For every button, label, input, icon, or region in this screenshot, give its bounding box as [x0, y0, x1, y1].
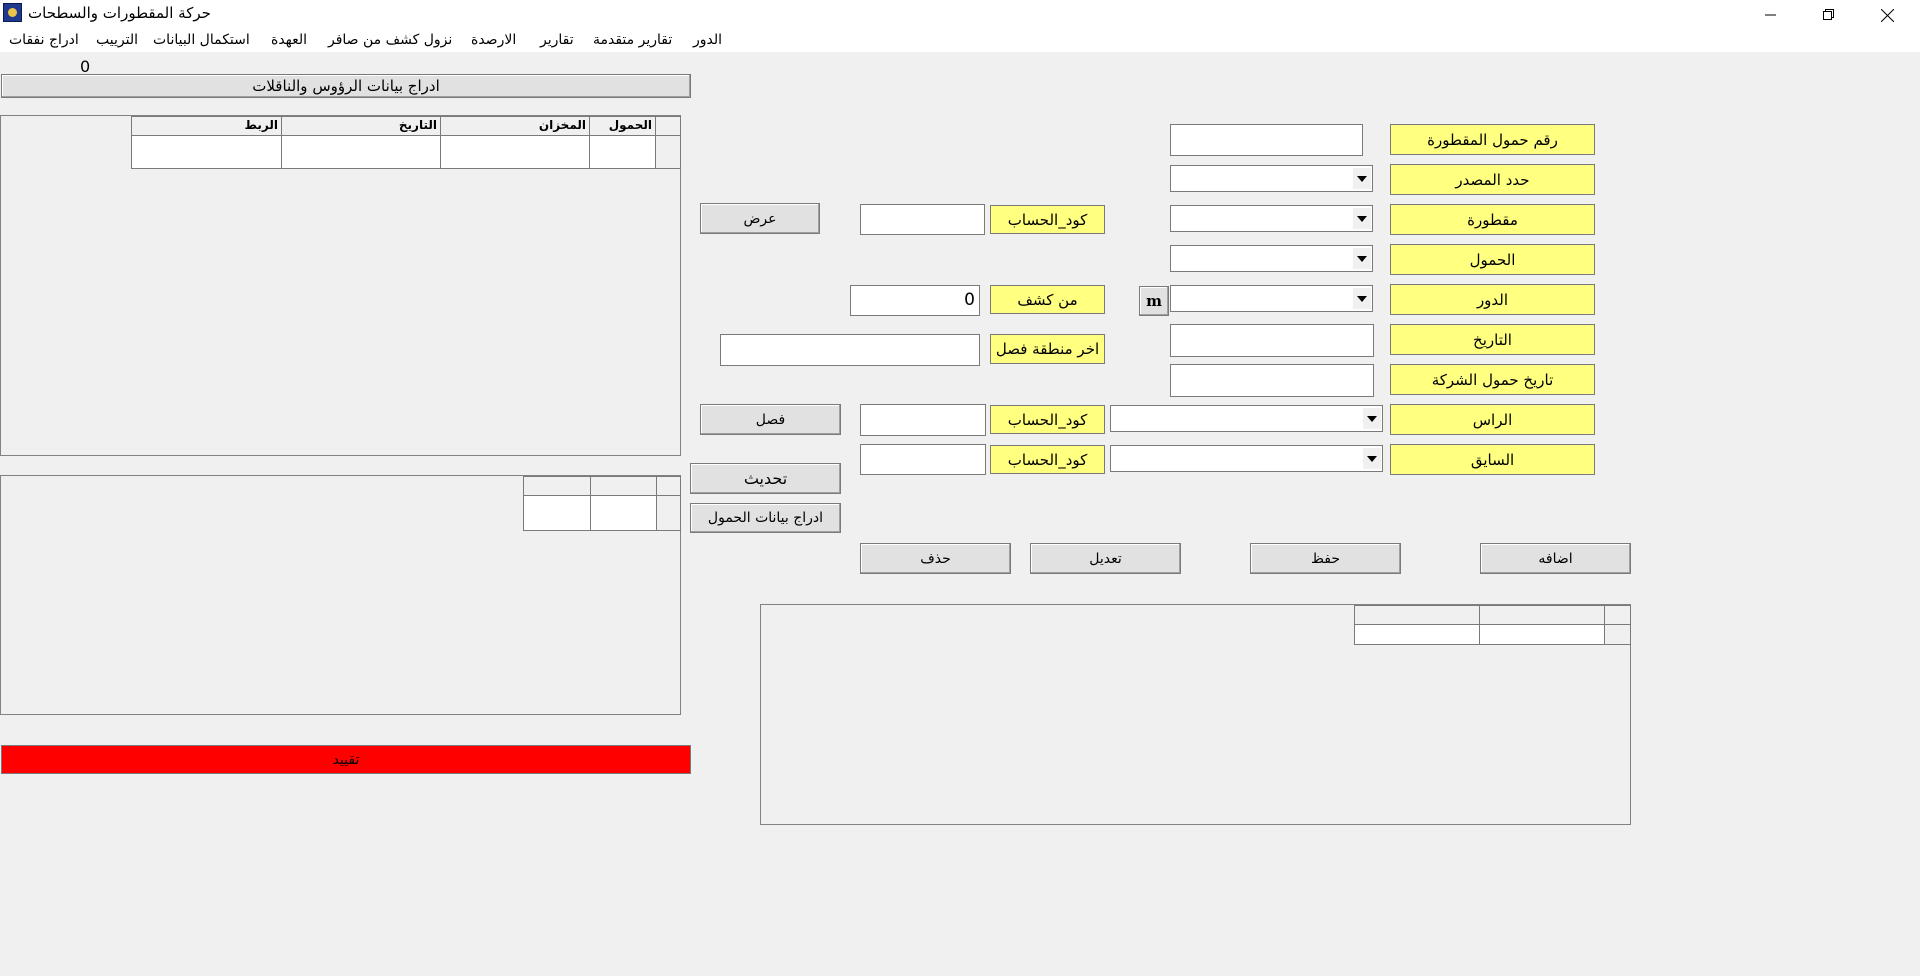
m-button[interactable]: m: [1139, 286, 1169, 316]
menu-balances[interactable]: الارصدة: [471, 32, 517, 48]
close-button[interactable]: [1858, 0, 1916, 30]
grid-header[interactable]: [523, 476, 591, 496]
from-statement-label: من كشف: [990, 285, 1105, 314]
restore-button[interactable]: [1800, 0, 1858, 30]
grid-cell[interactable]: [590, 495, 657, 531]
account-code-label-2: كود_الحساب: [990, 405, 1105, 434]
grid-cell[interactable]: [1354, 624, 1480, 645]
restore-icon: [1823, 9, 1834, 20]
separate-button[interactable]: فصل: [700, 404, 841, 435]
select-source-label: حدد المصدر: [1390, 164, 1595, 195]
record-counter: 0: [80, 57, 91, 76]
head-combobox[interactable]: [1110, 405, 1383, 432]
grid-header[interactable]: [1354, 605, 1480, 625]
grid-cell[interactable]: [523, 495, 591, 531]
menu-statement-from-safer[interactable]: نزول كشف من صافر: [328, 32, 453, 48]
grid-header[interactable]: [590, 476, 657, 496]
grid-row-header[interactable]: [1604, 624, 1631, 645]
grid-row-header[interactable]: [655, 135, 681, 169]
menu-reports[interactable]: تقارير: [540, 32, 574, 48]
trailer-load-number-input[interactable]: [1170, 124, 1363, 156]
add-button[interactable]: اضافه: [1480, 543, 1631, 574]
driver-label: السايق: [1390, 444, 1595, 475]
menu-insert-expenses[interactable]: ادراج نفقات: [9, 32, 79, 48]
menu-advanced-reports[interactable]: تقارير متقدمة: [593, 32, 673, 48]
account-code-label-3: كود_الحساب: [990, 445, 1105, 474]
grid-corner: [656, 476, 681, 496]
close-icon: [1880, 8, 1894, 22]
menu-complete-data[interactable]: استكمال البيانات: [153, 32, 250, 48]
edit-button[interactable]: تعديل: [1030, 543, 1181, 574]
secondary-grid[interactable]: [0, 475, 681, 715]
menu-arrangement[interactable]: الترييب: [96, 32, 138, 48]
turn-label: الدور: [1390, 284, 1595, 315]
grid-cell[interactable]: [281, 135, 441, 169]
grid-header-link[interactable]: الربط: [131, 116, 282, 136]
minimize-icon: [1765, 14, 1776, 16]
account-code-input-2[interactable]: [860, 404, 986, 436]
chevron-down-icon[interactable]: [1353, 208, 1371, 229]
chevron-down-icon[interactable]: [1353, 248, 1371, 269]
save-button[interactable]: حفظ: [1250, 543, 1401, 574]
date-input[interactable]: [1170, 324, 1374, 357]
account-code-input-1[interactable]: [860, 204, 985, 235]
loads-combobox[interactable]: [1170, 245, 1373, 272]
grid-header-loads[interactable]: الحمول: [589, 116, 656, 136]
grid-cell[interactable]: [131, 135, 282, 169]
grid-corner: [1604, 605, 1631, 625]
menu-custody[interactable]: العهدة: [271, 32, 308, 48]
last-separation-area-input[interactable]: [720, 334, 980, 366]
trailer-label: مقطورة: [1390, 204, 1595, 235]
driver-combobox[interactable]: [1110, 445, 1383, 472]
chevron-down-icon[interactable]: [1363, 448, 1381, 469]
window-title: حركة المقطورات والسطحات: [28, 4, 211, 22]
delete-button[interactable]: حذف: [860, 543, 1011, 574]
trailer-load-number-label: رقم حمول المقطورة: [1390, 124, 1595, 155]
insert-heads-carriers-button[interactable]: ادراج بيانات الرؤوس والناقلات: [1, 74, 691, 98]
turn-combobox[interactable]: [1170, 285, 1373, 312]
date-label: التاريخ: [1390, 324, 1595, 355]
grid-header-date[interactable]: التاريخ: [281, 116, 441, 136]
from-statement-input[interactable]: 0: [850, 285, 980, 316]
minimize-button[interactable]: [1742, 0, 1800, 30]
grid-cell[interactable]: [1479, 624, 1605, 645]
chevron-down-icon[interactable]: [1353, 288, 1371, 309]
insert-loads-button[interactable]: ادراج بيانات الحمول: [690, 503, 841, 533]
details-grid[interactable]: [760, 604, 1631, 825]
company-load-date-label: تاريخ حمول الشركة: [1390, 364, 1595, 395]
grid-corner: [655, 116, 681, 136]
company-load-date-input[interactable]: [1170, 364, 1374, 397]
grid-header-tank[interactable]: المخزان: [440, 116, 590, 136]
account-code-label-1: كود_الحساب: [990, 205, 1105, 234]
grid-header[interactable]: [1479, 605, 1605, 625]
grid-cell[interactable]: [440, 135, 590, 169]
account-code-input-3[interactable]: [860, 444, 986, 475]
trailer-combobox[interactable]: [1170, 205, 1373, 232]
app-icon: [3, 3, 22, 22]
menu-turn[interactable]: الدور: [693, 32, 723, 48]
chevron-down-icon[interactable]: [1363, 408, 1381, 429]
update-button[interactable]: تحديث: [690, 463, 841, 494]
show-button[interactable]: عرض: [700, 203, 820, 234]
chevron-down-icon[interactable]: [1353, 168, 1371, 189]
title-bar: حركة المقطورات والسطحات: [0, 0, 1920, 30]
last-separation-area-label: اخر منطقة فصل: [990, 334, 1105, 364]
loads-grid[interactable]: الربط التاريخ المخزان الحمول: [0, 115, 681, 456]
grid-row-header[interactable]: [656, 495, 681, 531]
post-button[interactable]: تقييد: [1, 745, 691, 774]
menu-bar: الدور تقارير متقدمة تقارير الارصدة نزول …: [0, 30, 1920, 52]
head-label: الراس: [1390, 404, 1595, 435]
loads-label: الحمول: [1390, 244, 1595, 275]
grid-cell[interactable]: [589, 135, 656, 169]
source-combobox[interactable]: [1170, 165, 1373, 192]
